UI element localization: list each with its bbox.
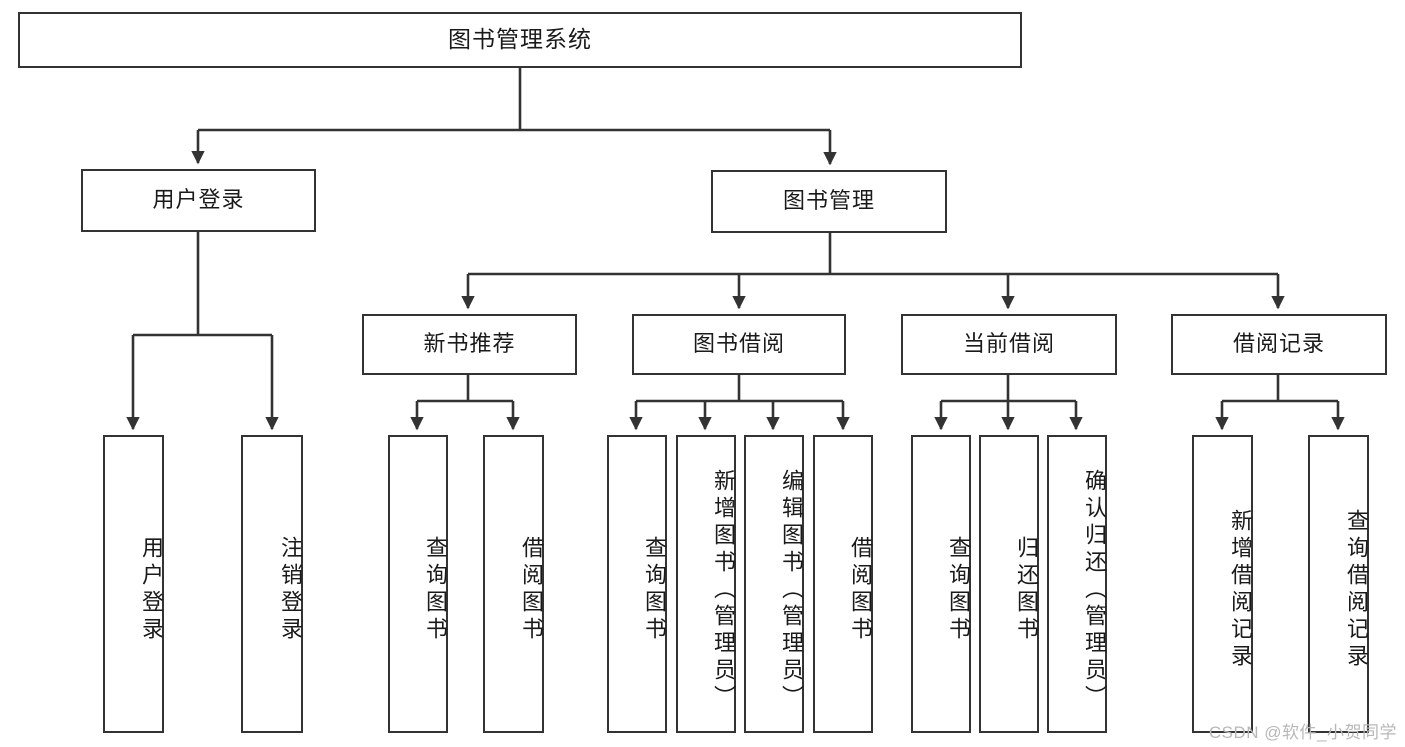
- node-borrow-record-label: 借阅记录: [1232, 331, 1325, 357]
- node-borrow-record[interactable]: 借阅记录: [1171, 314, 1387, 375]
- leaf-borrow-book-b-label: 借阅图书: [848, 536, 873, 644]
- leaf-query-record[interactable]: 查询借阅记录: [1308, 435, 1369, 733]
- leaf-user-login-label: 用户登录: [139, 536, 164, 644]
- leaf-borrow-book-b[interactable]: 借阅图书: [813, 435, 873, 733]
- node-root-label: 图书管理系统: [448, 26, 592, 53]
- leaf-add-book[interactable]: 新增图书（管理员）: [676, 435, 736, 733]
- node-current-borrow[interactable]: 当前借阅: [901, 314, 1117, 375]
- leaf-query-book-c-label: 查询图书: [946, 536, 971, 644]
- node-root[interactable]: 图书管理系统: [18, 12, 1022, 68]
- node-book-manage-label: 图书管理: [782, 188, 875, 214]
- node-current-borrow-label: 当前借阅: [962, 331, 1055, 357]
- leaf-logout-label: 注销登录: [278, 536, 303, 644]
- leaf-borrow-book-a-label: 借阅图书: [519, 536, 544, 644]
- leaf-query-record-label: 查询借阅记录: [1344, 509, 1369, 671]
- node-user-login-label: 用户登录: [152, 187, 245, 213]
- leaf-query-book-b[interactable]: 查询图书: [607, 435, 667, 733]
- node-book-borrow[interactable]: 图书借阅: [632, 314, 846, 375]
- leaf-edit-book[interactable]: 编辑图书（管理员）: [744, 435, 804, 733]
- leaf-query-book-c[interactable]: 查询图书: [911, 435, 971, 733]
- leaf-return-book[interactable]: 归还图书: [979, 435, 1039, 733]
- leaf-query-book-a-label: 查询图书: [423, 536, 448, 644]
- leaf-user-login[interactable]: 用户登录: [103, 435, 164, 733]
- node-new-book-recommend-label: 新书推荐: [423, 331, 516, 357]
- leaf-query-book-b-label: 查询图书: [642, 536, 667, 644]
- node-user-login[interactable]: 用户登录: [81, 169, 316, 232]
- leaf-query-book-a[interactable]: 查询图书: [388, 435, 448, 733]
- leaf-borrow-book-a[interactable]: 借阅图书: [483, 435, 544, 733]
- node-new-book-recommend[interactable]: 新书推荐: [362, 314, 577, 375]
- leaf-edit-book-label: 编辑图书（管理员）: [779, 468, 804, 712]
- watermark: CSDN @软件_小贺同学: [1208, 723, 1397, 742]
- leaf-add-book-label: 新增图书（管理员）: [711, 468, 736, 712]
- leaf-add-record-label: 新增借阅记录: [1228, 509, 1253, 671]
- leaf-confirm-return-label: 确认归还（管理员）: [1082, 468, 1107, 712]
- leaf-logout[interactable]: 注销登录: [241, 435, 303, 733]
- leaf-add-record[interactable]: 新增借阅记录: [1192, 435, 1253, 733]
- leaf-confirm-return[interactable]: 确认归还（管理员）: [1047, 435, 1107, 733]
- leaf-return-book-label: 归还图书: [1014, 536, 1039, 644]
- node-book-manage[interactable]: 图书管理: [711, 170, 947, 233]
- node-book-borrow-label: 图书借阅: [692, 331, 785, 357]
